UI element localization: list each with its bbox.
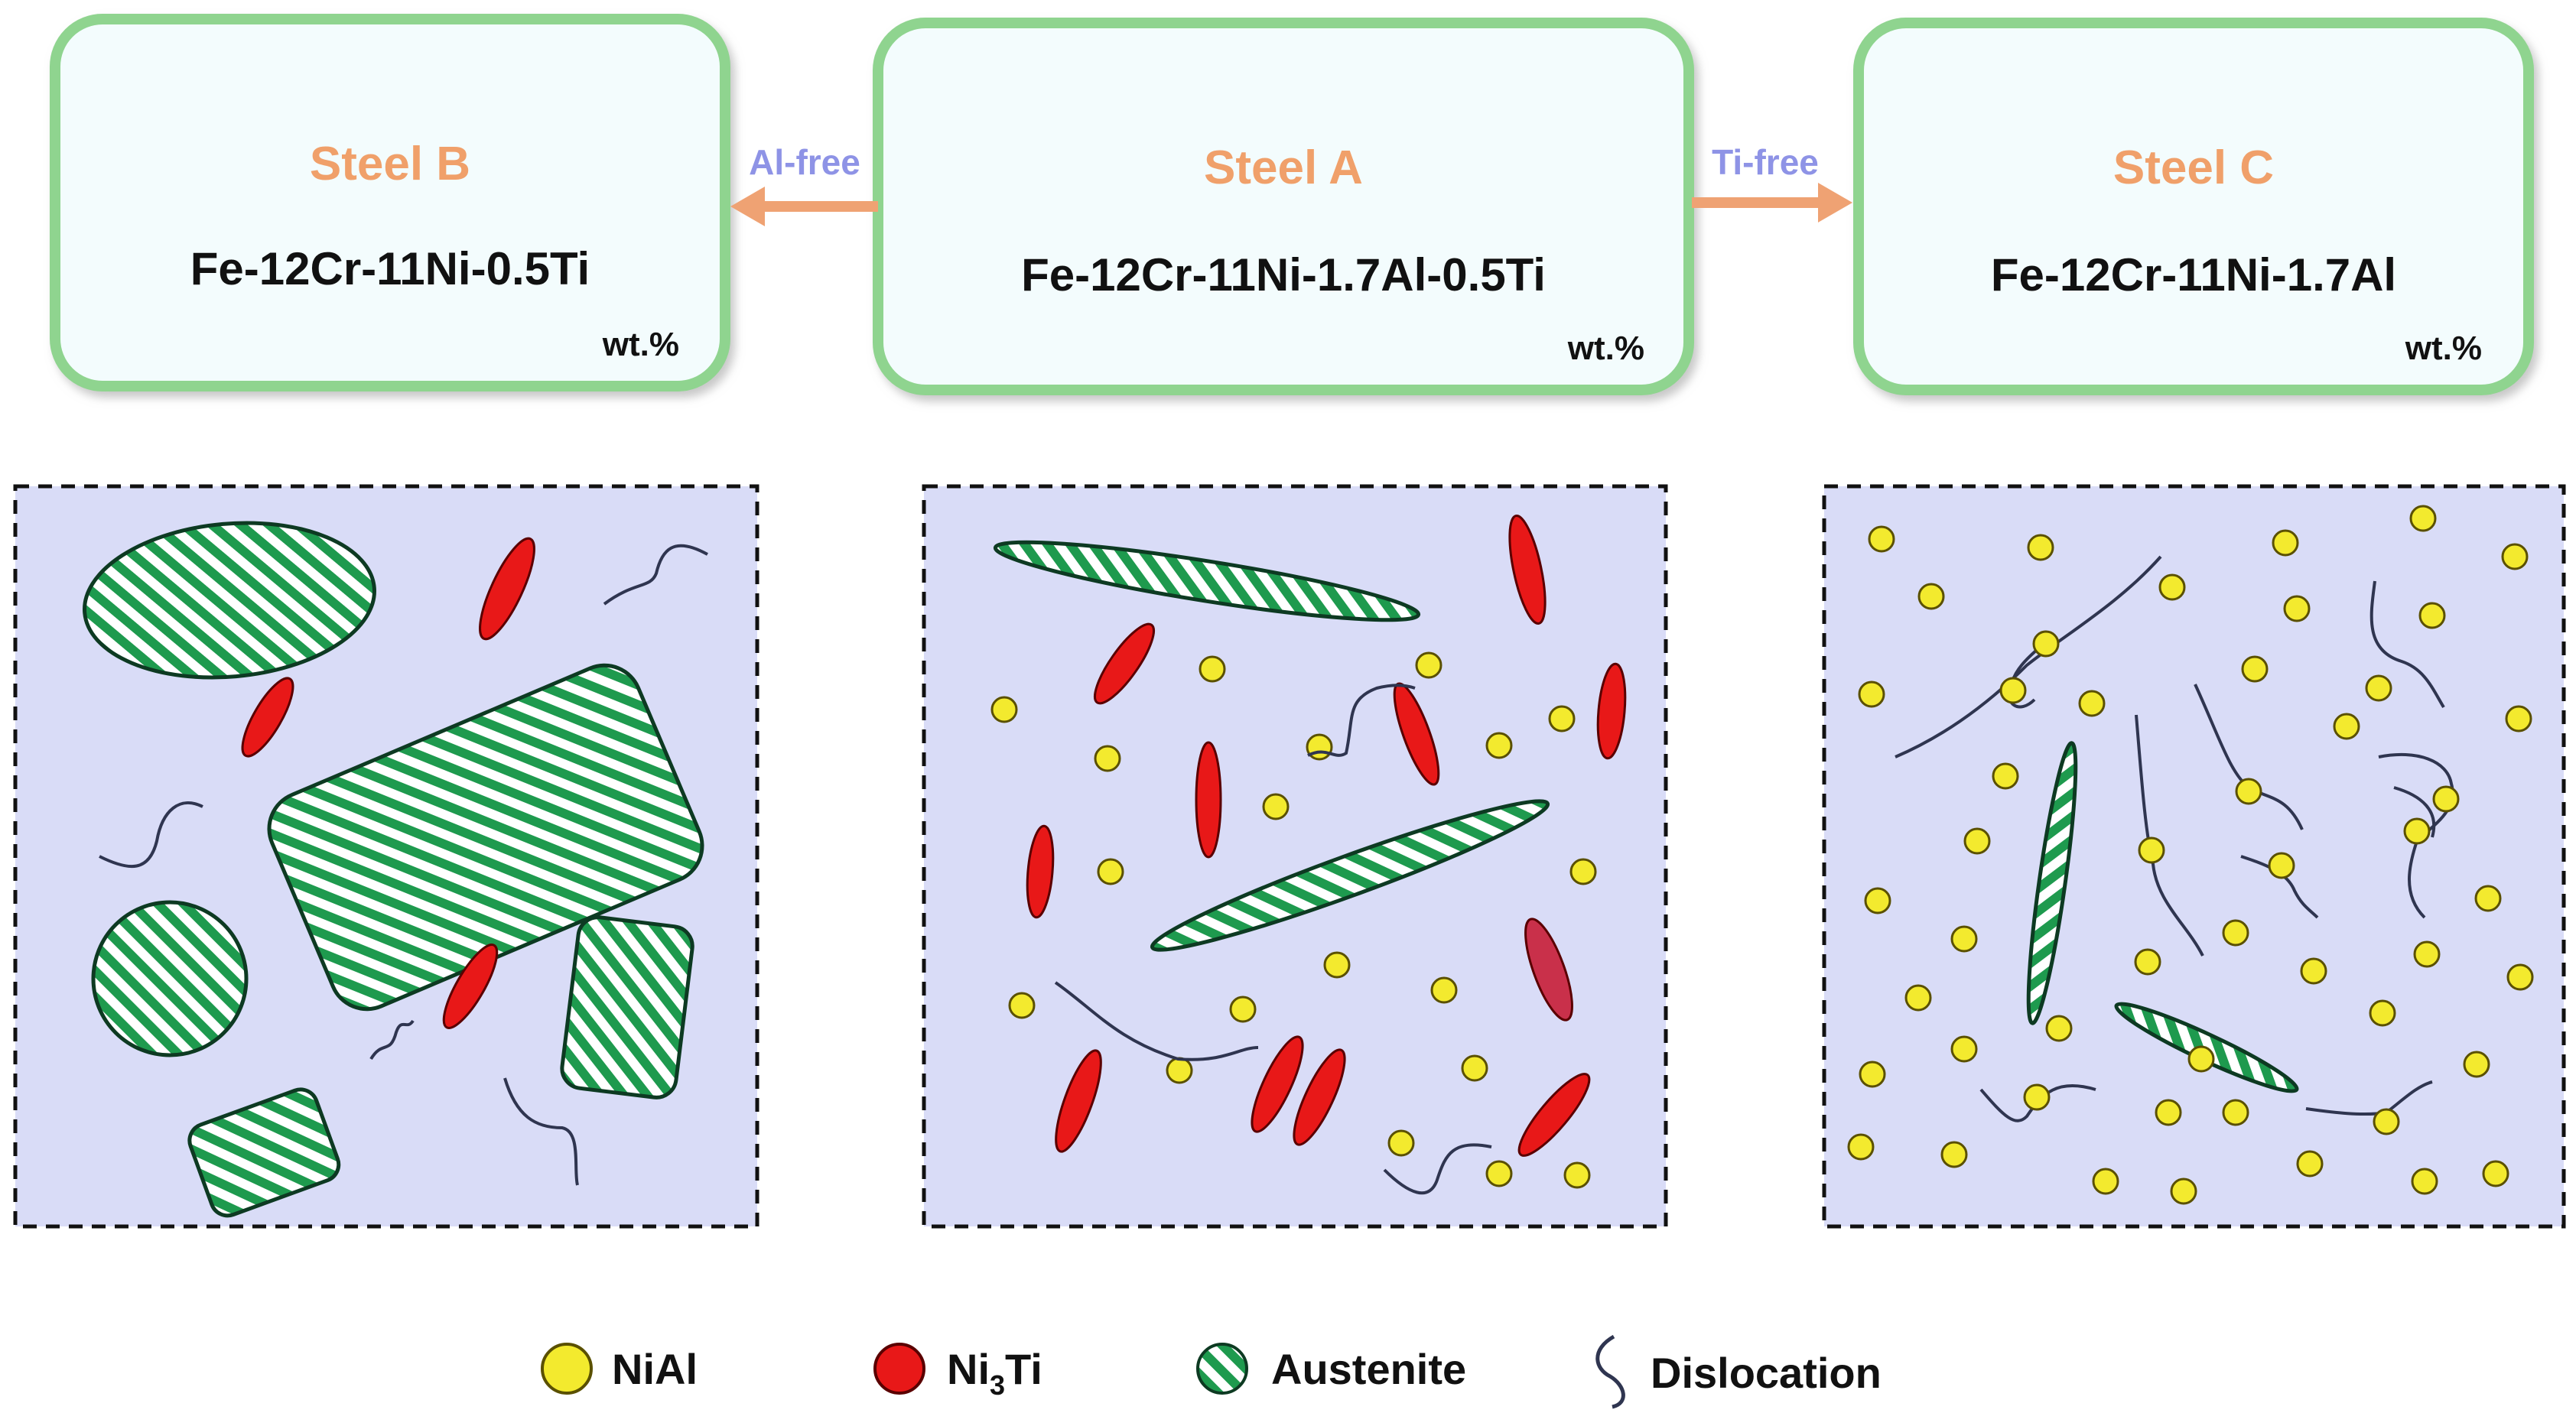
dislocation-line (1307, 684, 1416, 757)
dislocation-line (2378, 753, 2454, 919)
legend-item-nial: NiAl (541, 1343, 698, 1395)
ni3ti-precipitate (1508, 514, 1547, 625)
steel-a-name: Steel A (1204, 141, 1363, 194)
al-free-label: Al-free (749, 142, 860, 182)
steel-a-microstructure-panel (922, 484, 1668, 1229)
ni3ti-precipitate (1251, 1035, 1304, 1133)
legend-item-dislocation: Dislocation (1595, 1334, 1882, 1409)
steel-a-box: Steel A Fe-12Cr-11Ni-1.7Al-0.5Ti wt.% (873, 18, 1694, 395)
austenite-swatch (1196, 1343, 1248, 1395)
austenite-grain (267, 663, 704, 1012)
steel-a-composition: Fe-12Cr-11Ni-1.7Al-0.5Ti (1021, 249, 1546, 300)
dislocation-line (2135, 714, 2204, 957)
ni3ti-precipitate (1094, 622, 1155, 705)
dislocation-swatch (1595, 1334, 1625, 1409)
dislocation-line (2240, 855, 2319, 919)
nial-swatch (541, 1343, 593, 1395)
dislocation-line (99, 801, 203, 868)
ni3ti-precipitate (1517, 1073, 1591, 1157)
austenite-grain (560, 915, 694, 1100)
austenite-lath (993, 540, 1421, 622)
ni3ti-precipitate (1293, 1048, 1346, 1146)
ni3ti-precipitate (241, 677, 294, 758)
ni3ti-precipitate (1026, 824, 1055, 919)
dislocation-line (369, 1019, 415, 1061)
legend-label-dislocation: Dislocation (1651, 1349, 1882, 1397)
ni3ti-precipitate (1195, 741, 1222, 859)
dislocation-line (2369, 580, 2445, 709)
legend-item-austenite: Austenite (1196, 1343, 1466, 1395)
ni3ti-precipitate (1524, 918, 1573, 1022)
ti-free-label: Ti-free (1712, 142, 1819, 182)
steel-c-composition: Fe-12Cr-11Ni-1.7Al (1991, 249, 2396, 300)
steel-b-unit: wt.% (602, 326, 679, 363)
steel-a-unit: wt.% (1567, 330, 1644, 367)
austenite-lath (1150, 799, 1550, 952)
nial-precipitates (1847, 505, 2534, 1205)
ti-free-arrow: Ti-free (1692, 142, 1852, 223)
austenite-grain (187, 1087, 341, 1218)
dislocation-line (1895, 555, 2162, 758)
dislocation-line (2393, 786, 2436, 838)
austenite-lath (2026, 741, 2078, 1025)
legend: NiAl Ni3Ti Austenite Dislocation (541, 1334, 1882, 1409)
legend-label-austenite: Austenite (1271, 1345, 1466, 1393)
steel-c-name: Steel C (2113, 141, 2274, 194)
austenite-grain (83, 521, 376, 680)
legend-label-ni3ti-tail: Ti (1005, 1345, 1042, 1393)
steel-c-box: Steel C Fe-12Cr-11Ni-1.7Al wt.% (1853, 18, 2534, 395)
dislocation-line (1383, 1143, 1492, 1195)
dislocation-line (503, 1077, 579, 1186)
steel-c-microstructure-panel (1822, 484, 2566, 1229)
ni3ti-precipitate (479, 537, 535, 641)
al-free-arrow: Al-free (730, 142, 878, 226)
legend-item-ni3ti: Ni3Ti (873, 1343, 1042, 1401)
austenite-grain (91, 900, 249, 1057)
steel-c-unit: wt.% (2405, 330, 2482, 367)
dislocation-line (1054, 981, 1259, 1061)
steel-b-microstructure-panel (13, 484, 759, 1229)
legend-label-ni3ti-sub: 3 (990, 1369, 1005, 1401)
legend-label-nial: NiAl (612, 1345, 698, 1393)
dislocation-line (603, 544, 708, 606)
steel-b-name: Steel B (310, 138, 470, 190)
ni3ti-precipitate (1393, 682, 1440, 786)
ni3ti-precipitate (442, 944, 499, 1029)
legend-label-ni3ti: Ni3Ti (947, 1345, 1042, 1401)
dislocation-line (1979, 1084, 2096, 1122)
ni3ti-precipitate (1596, 662, 1627, 760)
ni3ti-swatch (873, 1343, 925, 1395)
ni3ti-precipitate (1055, 1049, 1102, 1153)
steel-b-composition: Fe-12Cr-11Ni-0.5Ti (190, 243, 590, 294)
steel-b-box: Steel B Fe-12Cr-11Ni-0.5Ti wt.% (50, 14, 730, 391)
legend-label-ni3ti-base: Ni (947, 1345, 990, 1393)
